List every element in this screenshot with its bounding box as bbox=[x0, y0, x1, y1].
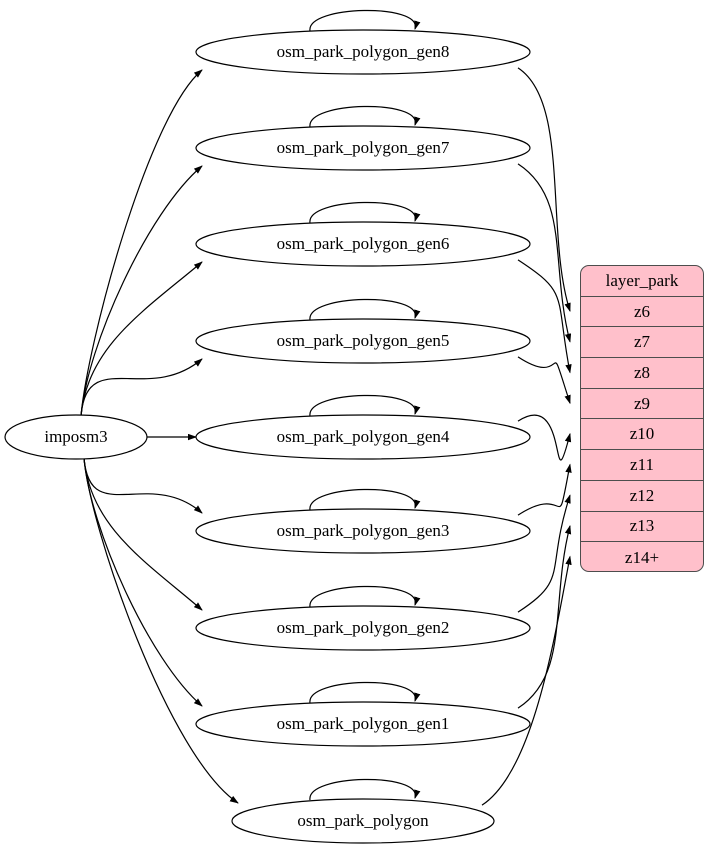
self-loop-osm_park_polygon_gen1 bbox=[309, 681, 421, 704]
node-osm_park_polygon_gen8[interactable] bbox=[195, 29, 531, 75]
table-header-layer-park: layer_park bbox=[581, 266, 703, 297]
self-loop-osm_park_polygon_gen3 bbox=[309, 488, 421, 511]
edge-osm_park_polygon_gen4-to-z10 bbox=[517, 414, 572, 461]
node-osm_park_polygon_gen2[interactable] bbox=[195, 605, 531, 651]
edge-osm_park_polygon_gen1-to-z13 bbox=[517, 524, 572, 709]
edge-imposm3-to-osm_park_polygon bbox=[83, 457, 239, 804]
table-row-z6[interactable]: z6 bbox=[581, 297, 703, 328]
self-loop-osm_park_polygon bbox=[309, 778, 421, 801]
table-row-z13[interactable]: z13 bbox=[581, 512, 703, 543]
edge-imposm3-to-osm_park_polygon_gen5 bbox=[80, 358, 203, 417]
node-osm_park_polygon_gen5[interactable] bbox=[195, 318, 531, 364]
table-row-z14plus[interactable]: z14+ bbox=[624, 547, 660, 567]
node-imposm3[interactable] bbox=[4, 414, 148, 460]
edge-osm_park_polygon_gen6-to-z8 bbox=[517, 259, 572, 374]
self-loop-osm_park_polygon_gen2 bbox=[309, 585, 421, 608]
node-osm_park_polygon_gen3[interactable] bbox=[195, 508, 531, 554]
table-row-z7[interactable]: z7 bbox=[581, 327, 703, 359]
node-osm_park_polygon_gen7[interactable] bbox=[195, 125, 531, 171]
source-edges bbox=[80, 69, 239, 804]
edge-imposm3-to-osm_park_polygon_gen6 bbox=[80, 261, 203, 417]
self-loop-osm_park_polygon_gen8 bbox=[309, 9, 421, 32]
self-loop-osm_park_polygon_gen5 bbox=[309, 298, 421, 321]
edge-imposm3-to-osm_park_polygon_gen2 bbox=[83, 457, 203, 611]
node-osm_park_polygon_gen1[interactable] bbox=[195, 701, 531, 747]
node-osm_park_polygon[interactable] bbox=[231, 798, 495, 844]
table-row-z11[interactable]: z11 bbox=[581, 450, 703, 481]
edge-imposm3-to-osm_park_polygon_gen8 bbox=[80, 69, 203, 417]
node-osm_park_polygon_gen6[interactable] bbox=[195, 221, 531, 267]
table-edges bbox=[481, 67, 572, 806]
edge-imposm3-to-osm_park_polygon_gen3 bbox=[83, 457, 203, 514]
self-loop-osm_park_polygon_gen4 bbox=[309, 394, 421, 417]
edge-osm_park_polygon-to-z14+ bbox=[481, 555, 572, 806]
edge-osm_park_polygon_gen8-to-z6 bbox=[517, 67, 571, 313]
table-row-z9[interactable]: z9 bbox=[581, 389, 703, 420]
edge-osm_park_polygon_gen2-to-z12 bbox=[517, 494, 571, 613]
table-row-z8[interactable]: z8 bbox=[581, 358, 703, 389]
edge-imposm3-to-osm_park_polygon_gen1 bbox=[83, 457, 203, 707]
table-row-z10[interactable]: z10 bbox=[581, 420, 703, 451]
node-shapes bbox=[4, 29, 531, 844]
edge-osm_park_polygon_gen7-to-z7 bbox=[517, 163, 572, 343]
edge-imposm3-to-osm_park_polygon_gen7 bbox=[80, 165, 203, 417]
node-osm_park_polygon_gen4[interactable] bbox=[195, 414, 531, 460]
self-loop-osm_park_polygon_gen6 bbox=[309, 201, 421, 224]
edge-osm_park_polygon_gen5-to-z9 bbox=[517, 356, 571, 405]
self-loop-osm_park_polygon_gen7 bbox=[309, 105, 421, 128]
table-row-z12[interactable]: z12 bbox=[581, 481, 703, 512]
self-loop-edges bbox=[309, 9, 421, 801]
edge-osm_park_polygon_gen3-to-z11 bbox=[517, 463, 572, 516]
